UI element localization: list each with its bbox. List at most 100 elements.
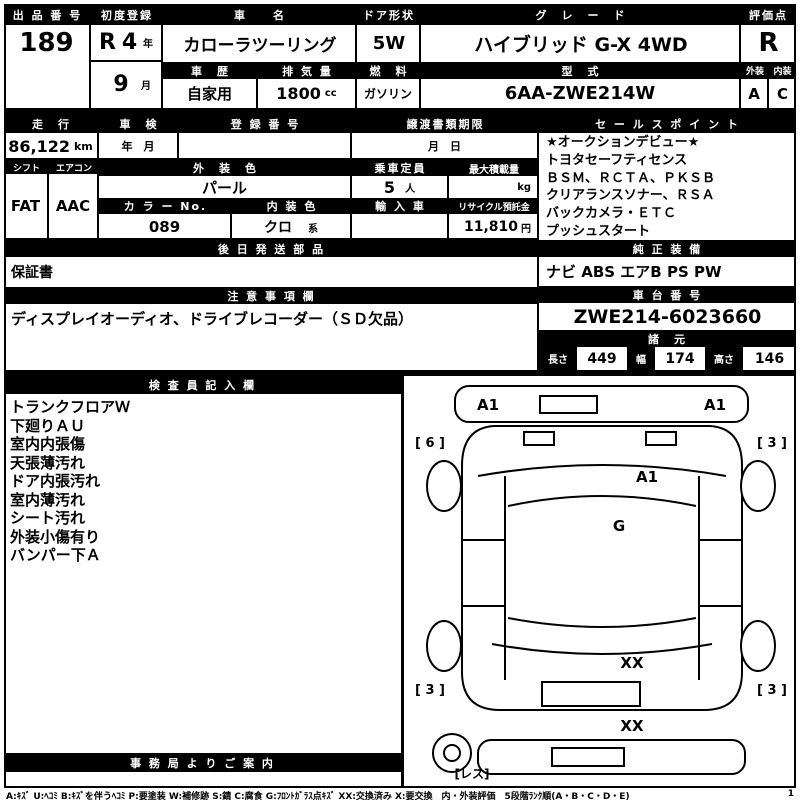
mileage-unit: km bbox=[73, 139, 93, 153]
history-value: 自家用 bbox=[186, 85, 232, 103]
mark-front-right: A1 bbox=[704, 396, 726, 414]
mark-spare: [レス] bbox=[455, 767, 490, 781]
displacement-value: 1800 cc bbox=[276, 84, 337, 103]
interior-value: C bbox=[776, 84, 788, 103]
divider-line bbox=[350, 160, 352, 238]
length-label: 長さ bbox=[539, 347, 577, 370]
color-no-header: カ ラ ー No. bbox=[99, 198, 232, 214]
chassis-no-header: 車 台 番 号 bbox=[539, 286, 796, 303]
inspector-note: トランクフロアＷ bbox=[10, 398, 131, 416]
divider-line bbox=[767, 79, 769, 108]
displacement-header: 排 気 量 bbox=[258, 62, 357, 79]
divider-line bbox=[161, 25, 163, 108]
divider-line bbox=[89, 25, 91, 108]
fuel-value: ガソリン bbox=[363, 87, 412, 101]
inspection-value: 年 月 bbox=[121, 140, 155, 153]
rear-bumper-shape bbox=[477, 739, 746, 775]
mark-side-left-front: [ 6 ] bbox=[415, 436, 445, 451]
model-value: 6AA-ZWE214W bbox=[504, 83, 656, 104]
displacement-unit: cc bbox=[324, 88, 337, 99]
caution-header: 注 意 事 項 欄 bbox=[4, 287, 539, 304]
shift-value: FAT bbox=[10, 197, 41, 215]
grade-header: グ レ ー ド bbox=[421, 4, 741, 25]
divider-line bbox=[350, 133, 352, 158]
divider-line bbox=[91, 60, 161, 62]
trunk-line bbox=[491, 643, 713, 655]
divider-line bbox=[177, 133, 179, 158]
first-reg-header: 初度登録 bbox=[91, 4, 163, 25]
sales-point: トヨタセーフティセンス bbox=[546, 152, 688, 168]
divider-line bbox=[47, 174, 49, 238]
mark-rear-gate: XX bbox=[620, 654, 644, 672]
first-reg-year: 4 bbox=[121, 30, 138, 55]
rear-bumper-plate-shape bbox=[551, 747, 625, 767]
inspector-note: ドア内張汚れ bbox=[10, 472, 101, 490]
sales-points-list: ★オークションデビュー★ トヨタセーフティセンス ＢＳＭ、ＲＣＴＡ、ＰＫＳＢ ク… bbox=[546, 134, 794, 240]
inspector-note: 室内内張傷 bbox=[10, 435, 86, 453]
fuel-header: 燃 料 bbox=[357, 62, 421, 79]
history-header: 車 歴 bbox=[163, 62, 258, 79]
sales-point: ＢＳＭ、ＲＣＴＡ、ＰＫＳＢ bbox=[546, 170, 716, 186]
width-value: 174 bbox=[665, 350, 695, 367]
door-shape-header: ドア形状 bbox=[357, 4, 421, 25]
transfer-deadline-header: 譲渡書類期限 bbox=[352, 115, 539, 133]
car-name-value: カローラツーリング bbox=[183, 35, 337, 56]
grade-value: ハイブリッド G-X 4WD bbox=[474, 33, 688, 56]
wheel-front-left-icon bbox=[426, 460, 462, 512]
caution-value: ディスプレイオーディオ、ドライブレコーダー（ＳＤ欠品） bbox=[11, 309, 414, 328]
inspector-note: シート汚れ bbox=[10, 509, 86, 527]
page-number: 1 bbox=[787, 789, 794, 799]
rear-window-line bbox=[507, 617, 697, 628]
car-name-header: 車 名 bbox=[163, 4, 357, 25]
mark-hood: A1 bbox=[636, 468, 658, 486]
divider-line bbox=[4, 238, 539, 240]
max-load-header: 最大積載量 bbox=[449, 160, 539, 176]
max-load-unit: kg bbox=[517, 181, 531, 193]
mileage-header: 走 行 bbox=[4, 115, 99, 133]
car-body-outline bbox=[461, 425, 743, 711]
divider-line bbox=[256, 79, 258, 108]
score-header: 評価点 bbox=[741, 4, 796, 25]
sales-point: プッシュスタート bbox=[546, 223, 651, 239]
rear-plate-shape bbox=[541, 681, 641, 707]
office-notice-header: 事 務 局 よ り ご 案 内 bbox=[4, 753, 401, 772]
sales-point: ★オークションデビュー★ bbox=[546, 135, 700, 150]
wheel-rear-left-icon bbox=[426, 620, 462, 672]
mark-side-right-rear: [ 3 ] bbox=[757, 683, 787, 698]
aircon-header: エアコン bbox=[49, 160, 99, 174]
capacity-header: 乗車定員 bbox=[352, 160, 449, 176]
legend: A:ｷｽﾞ U:ﾍｺﾐ B:ｷｽﾞを伴うﾍｺﾐ P:要塗装 W:補修跡 S:錆 … bbox=[6, 789, 794, 800]
divider-line bbox=[739, 25, 741, 108]
shift-header: シフト bbox=[4, 160, 49, 174]
divider-line bbox=[447, 160, 449, 238]
divider-line bbox=[97, 160, 99, 238]
model-header: 型 式 bbox=[421, 62, 741, 79]
front-bumper-shape bbox=[454, 385, 749, 423]
recycle-header: リサイクル預託金 bbox=[449, 198, 539, 214]
mark-front-left: A1 bbox=[477, 396, 499, 414]
headlight-right-shape bbox=[645, 431, 677, 446]
sales-point: バックカメラ・ＥＴＣ bbox=[546, 206, 677, 222]
mark-glass: G bbox=[613, 517, 625, 535]
first-reg-era: R bbox=[99, 30, 116, 55]
headlight-left-shape bbox=[523, 431, 555, 446]
first-reg-year-cell: R 4 年 bbox=[91, 25, 161, 60]
section-separator bbox=[4, 370, 796, 376]
front-plate-shape bbox=[539, 395, 598, 414]
height-label: 高さ bbox=[705, 347, 743, 370]
later-parts-value: 保証書 bbox=[11, 265, 53, 281]
width-label: 幅 bbox=[627, 347, 655, 370]
int-color-suffix: 系 bbox=[308, 223, 318, 235]
windshield-line bbox=[507, 495, 697, 507]
score-value: R bbox=[758, 28, 779, 58]
exterior-value: A bbox=[748, 84, 760, 103]
reg-no-header: 登 録 番 号 bbox=[179, 115, 352, 133]
recycle-unit: 円 bbox=[521, 223, 531, 235]
inspector-note: 下廻りＡＵ bbox=[10, 416, 86, 435]
inspection-header: 車 検 bbox=[99, 115, 179, 133]
height-value: 146 bbox=[754, 350, 785, 367]
inspector-header: 検 査 員 記 入 欄 bbox=[4, 376, 401, 394]
mileage-value: 86,122 km bbox=[8, 136, 93, 156]
mark-rear-bumper: XX bbox=[620, 717, 644, 735]
